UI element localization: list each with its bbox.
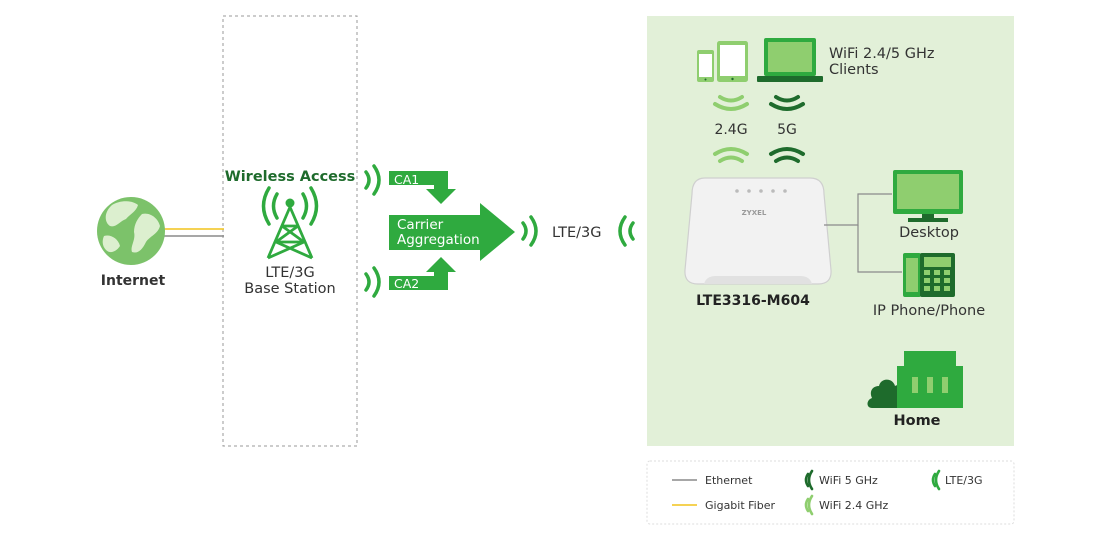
wireless-access-label: Wireless Access bbox=[225, 169, 356, 185]
ethernet-link-desktop bbox=[824, 193, 892, 226]
router-brand-label: ZYXEL bbox=[742, 209, 767, 217]
carrier-aggregation-line1: Carrier bbox=[397, 217, 444, 233]
legend-ethernet-label: Ethernet bbox=[705, 474, 753, 487]
band-5-label: 5G bbox=[777, 122, 797, 138]
cloud-icon bbox=[867, 379, 906, 408]
ethernet-link-phone bbox=[857, 225, 902, 273]
legend-lte-label: LTE/3G bbox=[945, 474, 983, 487]
legend-fiber-label: Gigabit Fiber bbox=[705, 499, 775, 512]
house-icon bbox=[897, 351, 963, 408]
phone-tablet-icon bbox=[697, 41, 748, 82]
legend-wifi5-icon bbox=[804, 469, 814, 491]
base-station-label-line1: LTE/3G bbox=[265, 265, 314, 281]
band-24-label: 2.4G bbox=[714, 122, 747, 138]
legend-lte-icon bbox=[931, 469, 941, 491]
laptop-icon bbox=[757, 38, 823, 82]
legend: Ethernet Gigabit Fiber WiFi 5 GHz WiFi 2… bbox=[646, 460, 1015, 525]
globe-icon bbox=[97, 197, 165, 265]
carrier-aggregation-line2: Aggregation bbox=[397, 232, 480, 248]
legend-wifi24-icon bbox=[804, 494, 814, 516]
ca1-label: CA1 bbox=[394, 172, 419, 187]
base-station-label-line2: Base Station bbox=[244, 281, 335, 297]
legend-wifi24-label: WiFi 2.4 GHz bbox=[819, 499, 889, 512]
lte-signal-right-icon bbox=[521, 215, 538, 247]
desktop-label: Desktop bbox=[899, 225, 959, 241]
base-station-box bbox=[222, 15, 358, 447]
client-wifi-5-signal-icon bbox=[769, 95, 805, 111]
wifi-5-signal-icon bbox=[769, 147, 805, 163]
carrier-aggregation-arrow bbox=[389, 203, 515, 261]
ca2-signal-icon bbox=[364, 266, 381, 298]
home-label: Home bbox=[893, 413, 940, 429]
router-icon bbox=[684, 177, 832, 285]
internet-label: Internet bbox=[101, 273, 166, 289]
wifi-clients-label-line2: Clients bbox=[829, 62, 879, 78]
wifi-clients-label-line1: WiFi 2.4/5 GHz bbox=[829, 46, 935, 62]
ca1-signal-icon bbox=[364, 164, 381, 196]
wifi-24-signal-icon bbox=[713, 147, 749, 163]
ca1-arrow bbox=[389, 171, 456, 204]
desk-phone-icon bbox=[903, 253, 955, 297]
phone-label: IP Phone/Phone bbox=[873, 303, 985, 319]
ca2-arrow bbox=[389, 257, 456, 290]
ca2-label: CA2 bbox=[394, 276, 419, 291]
client-wifi-24-signal-icon bbox=[713, 95, 749, 111]
router-label: LTE3316-M604 bbox=[696, 293, 810, 309]
legend-wifi5-label: WiFi 5 GHz bbox=[819, 474, 878, 487]
cell-tower-icon bbox=[261, 186, 319, 260]
lte-signal-left-icon bbox=[618, 215, 635, 247]
lte-link-label: LTE/3G bbox=[552, 225, 601, 241]
monitor-icon bbox=[893, 170, 963, 222]
